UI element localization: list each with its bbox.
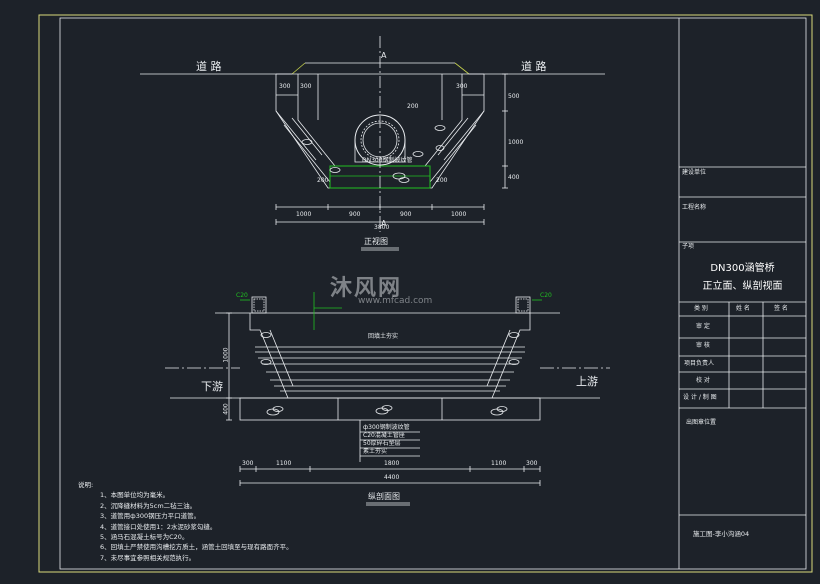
upstream-label: 上游 [576, 375, 598, 388]
front-dim-top-3: 300 [456, 83, 468, 90]
front-dim-total: 3800 [374, 224, 390, 231]
note-item: 4、道管接口处使用1：2水泥砂浆勾缝。 [100, 522, 217, 531]
longitudinal-view [165, 292, 610, 506]
section-mark-top: A [381, 51, 387, 60]
note-item: 7、未尽事宜参照相关规范执行。 [100, 553, 196, 562]
tb-stamp: 出图章位置 [686, 419, 717, 426]
note-item: 3、道管用ф300钢压力平口道管。 [100, 512, 201, 521]
tb-construction-unit: 建设单位 [682, 169, 707, 176]
title-block [678, 18, 806, 569]
watermark-url: www.mfcad.com [358, 296, 433, 306]
front-dim-right-2: 400 [508, 174, 520, 181]
note-item: 5、涵马石混凝土标号为C20。 [100, 533, 189, 542]
outer-border [38, 14, 813, 573]
front-dim-lower-1: 200 [436, 177, 448, 184]
front-dim-top-1: 300 [300, 83, 312, 90]
tb-sub-item: 子项 [682, 243, 695, 250]
callout-0: ф300钢制波纹管 [363, 424, 410, 431]
long-dim-left-0: 1000 [222, 347, 230, 363]
callout-2: 50厚碎石垫层 [363, 440, 401, 447]
front-dim-bottom-0: 1000 [296, 211, 312, 218]
notes-block: 说明: 1、本图单位均为毫米。 2、沉降缝材料为5cm二毡三油。 3、道管用ф3… [78, 480, 293, 563]
long-dim-bottom-3: 1100 [491, 460, 507, 467]
long-dim-bottom-0: 300 [242, 460, 254, 467]
front-dim-top-2: 200 [407, 103, 419, 110]
front-dim-bottom-1: 900 [349, 211, 361, 218]
front-dim-lower-0: 200 [317, 177, 329, 184]
notes-heading: 说明: [78, 481, 94, 489]
tb-drawing-no: 施工图-李小沟涵04 [693, 530, 750, 538]
downstream-label: 下游 [201, 380, 223, 393]
watermark-logo: 沐风网 [330, 276, 403, 301]
long-dim-bottom-1: 1100 [276, 460, 292, 467]
tb-col-sign: 签 名 [774, 305, 788, 312]
callout-1: C20混凝土管座 [363, 432, 405, 439]
callout-3: 素土夯实 [363, 448, 388, 455]
road-label-right: 道 路 [521, 60, 547, 73]
front-view-caption: 正视图 [364, 237, 388, 246]
tb-row-check: 审 核 [696, 342, 710, 349]
long-dim-total: 4400 [384, 474, 400, 481]
front-dim-bottom-2: 900 [400, 211, 412, 218]
front-dim-right-1: 1000 [508, 139, 524, 146]
long-dim-bottom-4: 300 [526, 460, 538, 467]
inner-border [59, 17, 807, 570]
road-label-left: 道 路 [196, 60, 222, 73]
c20-label-right: C20 [540, 292, 552, 299]
tb-row-design: 设 计 / 制 图 [683, 394, 717, 401]
tb-drawing-title-2: 正立面、纵剖视面 [702, 281, 783, 292]
long-view-caption: 纵剖面图 [368, 492, 400, 501]
front-view [140, 36, 605, 251]
note-item: 6、回填土严禁使用沟槽挖方质土，涵管土回填至与现有路面齐平。 [100, 543, 293, 552]
front-dim-bottom-3: 1000 [451, 211, 467, 218]
tb-project-name: 工程名称 [682, 204, 707, 211]
tb-row-leader: 项目负责人 [684, 360, 715, 367]
tb-col-name: 姓 名 [736, 305, 750, 312]
note-item: 2、沉降缝材料为5cm二毡三油。 [100, 501, 197, 510]
tb-col-category: 类 别 [694, 305, 708, 312]
tb-drawing-title-1: DN300涵管桥 [710, 263, 775, 274]
section-mark-bottom: A [381, 219, 387, 228]
pipe-label: DN300钢制波纹管 [362, 157, 413, 164]
tb-row-review: 审 定 [696, 323, 710, 330]
long-dim-bottom-2: 1800 [384, 460, 400, 467]
front-dim-top-0: 300 [279, 83, 291, 90]
fill-label: 回填土夯实 [368, 333, 399, 340]
long-dim-left-1: 400 [222, 403, 230, 415]
tb-row-proof: 校 对 [696, 377, 710, 384]
front-dim-right-0: 500 [508, 93, 520, 100]
c20-label-left: C20 [236, 292, 248, 299]
note-item: 1、本图单位均为毫米。 [100, 491, 170, 500]
